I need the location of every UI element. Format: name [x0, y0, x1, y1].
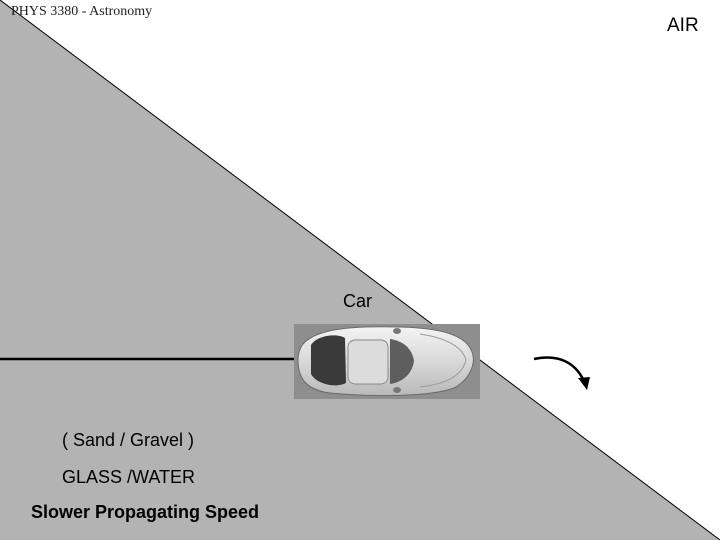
car-image	[294, 324, 480, 399]
course-title: PHYS 3380 - Astronomy	[11, 4, 153, 19]
curved-arrow-down-right-icon	[533, 356, 590, 390]
speed-note-label: Slower Propagating Speed	[31, 502, 260, 522]
car-rear-window	[311, 335, 346, 386]
medium-label: GLASS /WATER	[62, 467, 196, 487]
car-roof-panel	[347, 339, 389, 385]
car-hood	[419, 333, 467, 388]
car-mirror-right	[393, 387, 401, 393]
car-windshield	[390, 339, 414, 384]
air-region-label: AIR	[667, 15, 699, 36]
car-mirror-left	[393, 328, 401, 334]
car-label: Car	[343, 291, 373, 311]
medium-examples-label: ( Sand / Gravel )	[62, 430, 195, 450]
